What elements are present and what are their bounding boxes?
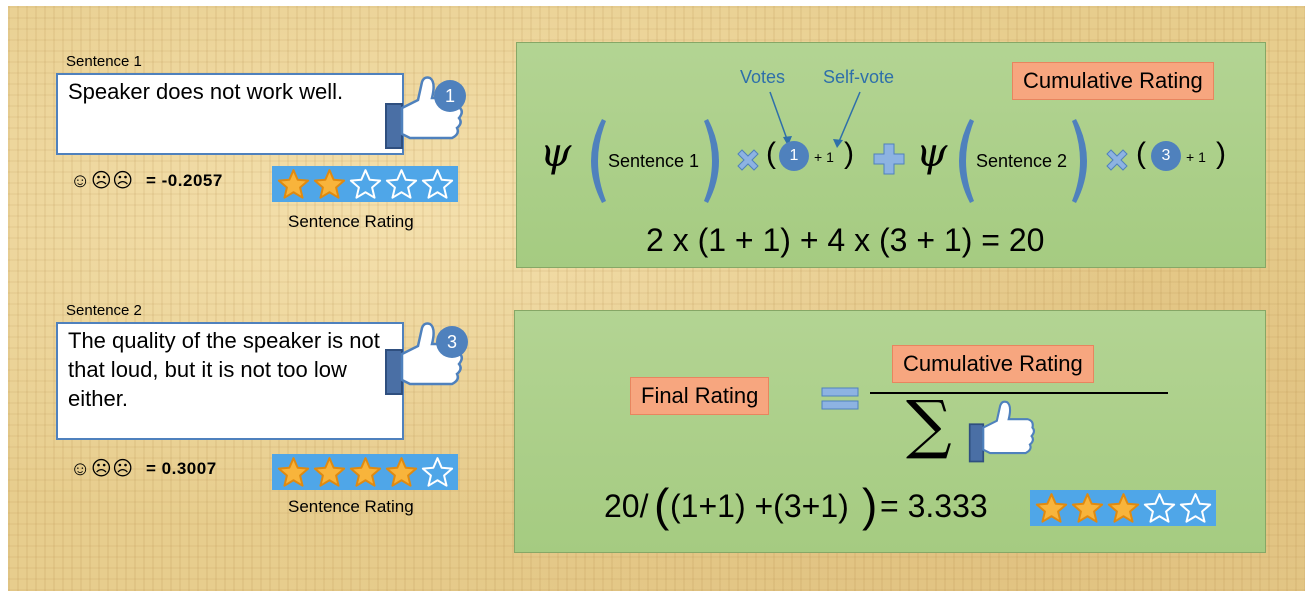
cumulative-rating-label: Cumulative Rating [1012, 62, 1214, 100]
vote-count-badge: 1 [434, 80, 466, 112]
final-rating-label: Final Rating [630, 377, 770, 415]
annotation-arrows [769, 91, 861, 148]
sentence2-brackets [959, 119, 1087, 203]
star-rating [272, 166, 458, 202]
term1-sentence: Sentence 1 [608, 151, 700, 171]
plus-icon [873, 143, 905, 175]
plus-one-text: + 1 [1186, 149, 1206, 165]
thumbs-up-icon [968, 396, 1046, 471]
thumbs-up-icon [384, 320, 476, 401]
sentiment-emojis: ☺☹☹ [70, 170, 134, 192]
star-icon [348, 168, 383, 201]
sentiment-score: = 0.3007 [146, 459, 217, 478]
rating-caption: Sentence Rating [288, 497, 414, 516]
sentiment-score: = -0.2057 [146, 171, 223, 190]
star-rating [272, 454, 458, 490]
star-icon [420, 456, 455, 489]
star-icon [384, 168, 419, 201]
star-icon [1142, 492, 1177, 525]
star-icon [384, 456, 419, 489]
star-icon [1034, 492, 1069, 525]
star-icon [348, 456, 383, 489]
vote-badge: 3 [1151, 141, 1181, 171]
self-vote-annotation: Self-vote [823, 67, 895, 87]
star-icon [276, 456, 311, 489]
sentence1-box: Speaker does not work well. [56, 73, 404, 155]
votes-annotation: Votes [740, 67, 786, 87]
vote-badge: 1 [779, 141, 809, 171]
thumbs-up-icon [384, 74, 476, 155]
numerator-cumulative-label: Cumulative Rating [892, 345, 1094, 383]
final-equation-inner: (1+1) +(3+1) [670, 488, 849, 524]
sentence1-brackets [591, 119, 719, 203]
star-icon [276, 168, 311, 201]
multiply-icon [737, 149, 759, 171]
star-icon [1070, 492, 1105, 525]
fraction-bar [870, 392, 1168, 394]
cumulative-result-equation: 2 x (1 + 1) + 4 x (3 + 1) = 20 [646, 222, 1045, 258]
sentiment-emojis: ☺☹☹ [70, 458, 134, 480]
sentence2-label: Sentence 2 [66, 302, 142, 319]
star-icon [1106, 492, 1141, 525]
final-equation-result: = 3.333 [880, 488, 988, 524]
psi-symbol: ψ [540, 130, 572, 176]
vote-count-badge: 3 [436, 326, 468, 358]
final-equation-prefix: 20/ [604, 488, 649, 524]
rating-caption: Sentence Rating [288, 212, 414, 231]
sentence1-label: Sentence 1 [66, 53, 142, 70]
sigma-symbol: ∑ [906, 388, 952, 462]
star-icon [420, 168, 455, 201]
star-icon [312, 168, 347, 201]
star-icon [312, 456, 347, 489]
star-icon [1178, 492, 1213, 525]
star-rating [1030, 490, 1216, 526]
psi-symbol: ψ [916, 130, 948, 176]
equals-icon [821, 387, 859, 410]
plus-one-text: + 1 [814, 149, 834, 165]
sentence2-box: The quality of the speaker is not that l… [56, 322, 404, 440]
multiply-icon [1106, 149, 1128, 171]
term2-sentence: Sentence 2 [976, 151, 1068, 171]
